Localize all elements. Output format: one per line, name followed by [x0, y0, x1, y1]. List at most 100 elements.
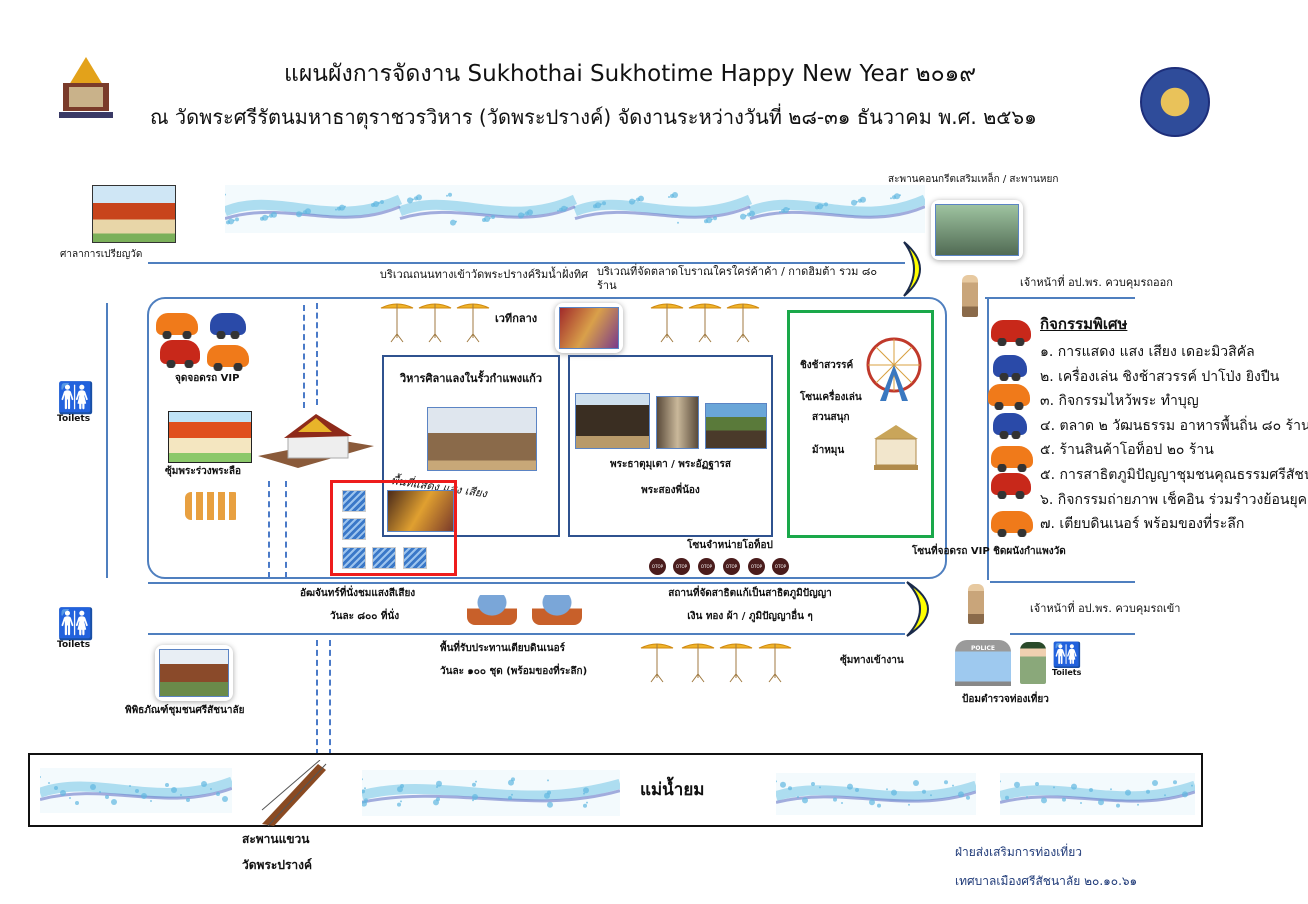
toilet-icon: 🚻 [57, 381, 95, 416]
police-sign: POLICE [970, 645, 996, 652]
toilets-label: Toilets [57, 414, 91, 424]
activity-list-item: ๕. ร้านสินค้าโอท็อป ๒๐ ร้าน [1040, 442, 1214, 459]
road-middle-line [148, 582, 905, 584]
tourist-police-officers-icon [1020, 642, 1046, 684]
car-icon [991, 446, 1033, 472]
concrete-bridge-label: สะพานคอนกรีตเสริมเหล็ก / สะพานหยก [888, 174, 1059, 185]
traffic-staff-figure [968, 584, 984, 624]
grandstand-label-line2: วันละ ๘๐๐ ที่นั่ง [330, 611, 400, 622]
staff-entry-label: เจ้าหน้าที่ อป.พร. ควบคุมรถเข้า [1030, 602, 1181, 615]
sala-label: ศาลาการเปรียญวัด [60, 249, 143, 260]
amusement-label-line2: สวนสนุก [812, 412, 850, 423]
road-top-line [148, 262, 905, 264]
river-wave-image [776, 773, 976, 815]
page-title: แผนผังการจัดงาน Sukhothai Sukhotime Happ… [284, 61, 977, 87]
phra-ruang-booth-label: ซุ้มพระร่วงพระลือ [165, 466, 242, 477]
credit-line2: เทศบาลเมืองศรีสัชนาลัย ๒๐.๑๐.๖๑ [955, 874, 1138, 888]
demo-label-line1: สถานที่จัดสาธิตแก้เป็นสาธิตภูมิปัญญา [668, 588, 832, 599]
ubosot-image [258, 410, 374, 470]
car-icon [156, 313, 198, 339]
sala-image [92, 185, 176, 243]
right-top-line [985, 297, 1135, 299]
vip-parking-wall-label: โซนที่จอดรถ VIP ชิดผนังกำแพงวัด [912, 546, 1066, 557]
monks-figures [185, 492, 240, 520]
province-seal [1140, 67, 1210, 137]
otop-badge-icon: OTOP [748, 558, 765, 575]
tourist-police-label: ป้อมตำรวจท่องเที่ยว [962, 694, 1049, 705]
phra-that-mutao-photo [575, 393, 650, 449]
activity-list-item: ๕. การสาธิตภูมิปัญญาชุมชนคุณธรรมศรีสัชนา… [1040, 467, 1308, 483]
paper-umbrella-icon [726, 300, 760, 344]
phra-ruang-booth-image [168, 411, 252, 463]
old-market-label: บริเวณที่จัดตลาดโบราณใครใคร่ค้าค้า / กาด… [597, 265, 878, 292]
amusement-label-line1: โซนเครื่องเล่น [800, 392, 862, 403]
walkway-dashed-line [268, 481, 270, 578]
chedi-label-line2: พระสองพี่น้อง [641, 485, 700, 496]
otop-badge-icon: OTOP [649, 558, 666, 575]
activity-list-item: ๗. เตียบดินเนอร์ พร้อมของที่ระลึก [1040, 516, 1245, 533]
walkway-dashed-line [316, 640, 318, 755]
carousel-icon [872, 423, 920, 473]
demo-label-line2: เงิน ทอง ผ้า / ภูมิปัญญาอื่น ๆ [687, 611, 813, 622]
temple-compound-boundary [147, 297, 947, 579]
paper-umbrella-icon [758, 640, 792, 684]
concrete-bridge-photo [935, 204, 1019, 256]
car-icon [993, 355, 1027, 381]
laterite-vihara-photo [427, 407, 537, 471]
river-wave-image [225, 185, 925, 233]
staff-exit-label: เจ้าหน้าที่ อป.พร. ควบคุมรถออก [1020, 276, 1173, 289]
entrance-arch-label: ซุ้มทางเข้างาน [840, 655, 904, 666]
laterite-vihara-zone [382, 355, 560, 537]
left-road-line [106, 303, 108, 578]
khantoke-basket-icon [532, 595, 582, 625]
activity-list-item: ๖. กิจกรรมถ่ายภาพ เช็คอิน ร่วมรำวงย้อนยุ… [1040, 491, 1308, 508]
crescent-arch-top [903, 241, 921, 297]
otop-badge-icon: OTOP [698, 558, 715, 575]
river-wave-image [362, 770, 620, 816]
toilet-icon: 🚻 [1052, 641, 1082, 669]
paper-umbrella-icon [681, 640, 715, 684]
paper-umbrella-icon [719, 640, 753, 684]
municipality-logo [55, 55, 117, 120]
otop-zone-label: โซนจำหน่ายโอท็อป [687, 540, 773, 551]
dinner-label-line1: พื้นที่รับประทานเตียบดินเนอร์ [440, 643, 565, 654]
carousel-label: ม้าหมุน [812, 445, 845, 456]
traffic-staff-figure [962, 275, 978, 317]
ferris-wheel-icon [862, 335, 926, 403]
activity-list-item: ๓. กิจกรรมไหว้พระ ทำบุญ [1040, 393, 1199, 410]
grandstand-seat-icon [342, 518, 366, 540]
central-stage-label: เวทีกลาง [495, 312, 538, 325]
toilets-label: Toilets [57, 640, 91, 650]
activity-list-item: ๑. การแสดง แสง เสียง เดอะมิวสิคัล [1040, 344, 1255, 360]
laterite-vihara-label: วิหารศิลาแลงในรั้วกำแพงแก้ว [399, 372, 543, 385]
amusement-zone [787, 310, 934, 538]
walkway-dashed-line [285, 481, 287, 578]
walkway-dashed-line [303, 305, 305, 408]
car-icon [210, 313, 246, 339]
chedi-label-line1: พระธาตุมุเตา / พระอัฏฐารส [610, 459, 731, 470]
central-stage-photo-card [555, 303, 623, 353]
crescent-entrance-arch [906, 581, 929, 637]
car-icon [988, 384, 1030, 410]
river-wave-image [1000, 773, 1195, 815]
light-sound-stage-highlight [330, 480, 457, 576]
khantoke-basket-icon [467, 595, 517, 625]
road-bottom-line [148, 633, 905, 635]
car-icon [991, 511, 1033, 537]
paper-umbrella-icon [418, 300, 452, 344]
museum-label: พิพิธภัณฑ์ชุมชนศรีสัชนาลัย [125, 705, 245, 716]
grandstand-seat-icon [372, 547, 396, 569]
twin-buddhas-photo [705, 403, 767, 449]
suspension-bridge-label-line2: วัดพระปรางค์ [242, 858, 313, 872]
paper-umbrella-icon [640, 640, 674, 684]
otop-badge-icon: OTOP [723, 558, 740, 575]
paper-umbrella-icon [380, 300, 414, 344]
credit-line1: ฝ่ายส่งเสริมการท่องเที่ยว [955, 845, 1082, 859]
paper-umbrella-icon [650, 300, 684, 344]
car-icon [207, 345, 249, 371]
right-bottom-line [1010, 633, 1135, 635]
activity-list-item: ๔. ตลาด ๒ วัฒนธรรม อาหารพื้นถิ่น ๘๐ ร้าน [1040, 417, 1308, 434]
paper-umbrella-icon [688, 300, 722, 344]
dinner-label-line2: วันละ ๑๐๐ ชุด (พร้อมของที่ระลึก) [440, 666, 588, 677]
road-entrance-label: บริเวณถนนทางเข้าวัดพระปรางค์ริมน้ำฝั่งทิ… [379, 268, 588, 281]
